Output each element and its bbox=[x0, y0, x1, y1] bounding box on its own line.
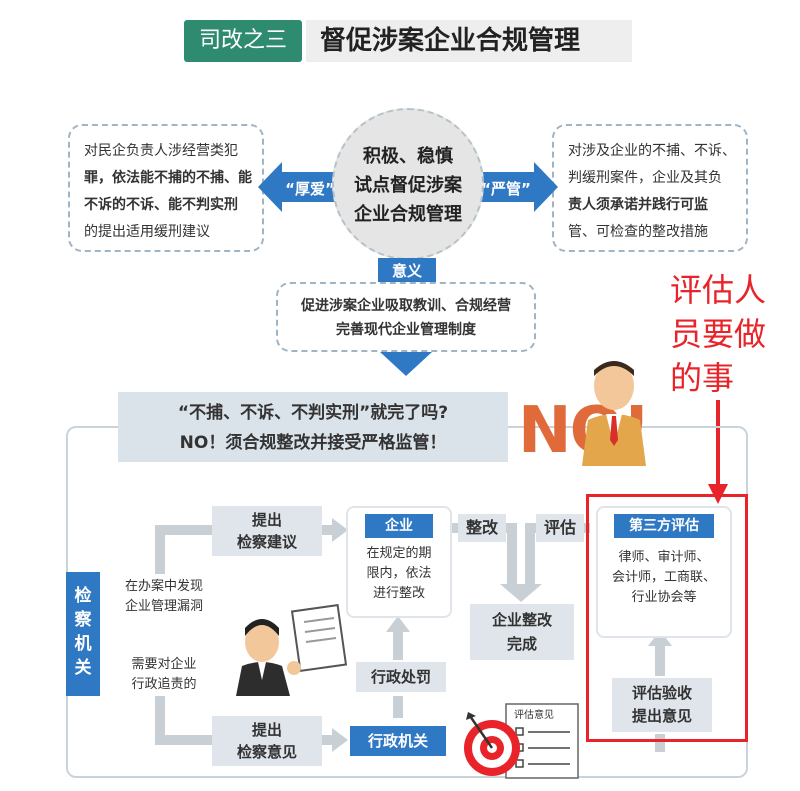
enterprise-line-1: 在规定的期 bbox=[366, 546, 432, 561]
acceptance-line-1: 评估验收 bbox=[631, 684, 692, 702]
procuratorate-char-3: 机 bbox=[74, 634, 92, 654]
target-icon: 评估意见 bbox=[464, 703, 579, 779]
leniency-box: 对民企负责人涉经营类犯 罪，依法能不捕的不捕、能 不诉的不诉、能不判实刑 的提出… bbox=[68, 124, 264, 252]
opinion-line-2: 检察意见 bbox=[236, 743, 297, 761]
suggestion-line-1: 提出 bbox=[251, 511, 282, 529]
evaluator-note-line-3: 的事 bbox=[670, 359, 735, 397]
center-line-3: 企业合规管理 bbox=[354, 204, 462, 225]
strict-line-3: 责人须承诺并践行可监 bbox=[568, 197, 708, 213]
strict-arrow bbox=[474, 162, 558, 212]
leniency-line-4: 的提出适用缓刑建议 bbox=[84, 224, 210, 240]
third-party-line-1: 律师、审计师、 bbox=[618, 550, 710, 565]
rectification-done: 企业整改 完成 bbox=[470, 604, 574, 660]
leniency-line-2: 罪，依法能不捕的不捕、能 bbox=[84, 170, 252, 186]
procuratorate-char-4: 关 bbox=[74, 658, 92, 678]
case-admin: 需要对企业 行政追责的 bbox=[112, 652, 216, 696]
procuratorate-char-2: 察 bbox=[74, 610, 92, 630]
acceptance-box: 评估验收 提出意见 bbox=[612, 678, 712, 732]
evaluator-note-line-1: 评估人 bbox=[670, 271, 767, 309]
done-line-2: 完成 bbox=[506, 635, 537, 653]
doc-title: 评估意见 bbox=[514, 708, 554, 721]
leniency-line-1: 对民企负责人涉经营类犯 bbox=[84, 143, 238, 159]
suggestion-line-2: 检察建议 bbox=[236, 533, 297, 551]
strict-line-4: 管、可检查的整改措施 bbox=[568, 224, 708, 240]
procuratorial-suggestion: 提出 检察建议 bbox=[212, 506, 322, 556]
strict-box: 对涉及企业的不捕、不诉、 判缓刑案件，企业及其负 责人须承诺并践行可监 管、可检… bbox=[552, 124, 748, 252]
case-admin-line-2: 行政追责的 bbox=[131, 677, 197, 692]
leniency-label: “厚爱” bbox=[285, 180, 335, 198]
evaluator-note-line-2: 员要做 bbox=[670, 315, 767, 353]
center-line-2: 试点督促涉案 bbox=[354, 175, 462, 196]
enterprise-title: 企业 bbox=[365, 514, 433, 538]
admin-org: 行政机关 bbox=[350, 726, 446, 756]
procuratorate-char-1: 检 bbox=[74, 586, 92, 606]
third-party-box: 第三方评估 律师、审计师、 会计师，工商联、 行业协会等 bbox=[596, 506, 732, 638]
admin-penalty: 行政处罚 bbox=[356, 662, 446, 692]
opinion-line-1: 提出 bbox=[251, 721, 282, 739]
case-loophole: 在办案中发现 企业管理漏洞 bbox=[112, 574, 216, 618]
strict-line-2: 判缓刑案件，企业及其负 bbox=[568, 170, 722, 186]
acceptance-line-2: 提出意见 bbox=[631, 707, 692, 725]
third-party-title: 第三方评估 bbox=[614, 514, 714, 538]
strict-line-1: 对涉及企业的不捕、不诉、 bbox=[568, 143, 736, 159]
official-with-document-icon bbox=[236, 604, 348, 696]
case-admin-line-1: 需要对企业 bbox=[131, 657, 197, 672]
leniency-arrow bbox=[258, 162, 342, 212]
procuratorial-opinion: 提出 检察意见 bbox=[212, 716, 322, 766]
page-title: 督促涉案企业合规管理 bbox=[306, 20, 632, 62]
evaluate-label: 评估 bbox=[536, 514, 584, 542]
meaning-line-2: 完善现代企业管理制度 bbox=[336, 322, 476, 338]
case-loophole-line-1: 在办案中发现 bbox=[124, 579, 203, 594]
third-party-text: 律师、审计师、 会计师，工商联、 行业协会等 bbox=[598, 548, 730, 608]
third-party-line-3: 行业协会等 bbox=[631, 590, 697, 605]
center-circle: 积极、稳慎 试点督促涉案 企业合规管理 bbox=[332, 108, 484, 260]
highlight-frame bbox=[586, 494, 748, 742]
done-line-1: 企业整改 bbox=[491, 611, 552, 629]
banner-line-2: NO！须合规整改并接受严格监管！ bbox=[179, 433, 447, 453]
strict-label: “严管” bbox=[481, 180, 531, 198]
businessman-icon bbox=[582, 361, 646, 466]
leniency-line-3: 不诉的不诉、能不判实刑 bbox=[84, 197, 238, 213]
procuratorate: 检 察 机 关 bbox=[66, 572, 100, 696]
meaning-label: 意义 bbox=[378, 258, 436, 284]
banner-line-1: “不捕、不诉、不判实刑”就完了吗? bbox=[177, 403, 449, 423]
center-line-1: 积极、稳慎 bbox=[363, 146, 453, 167]
down-arrow bbox=[380, 352, 432, 376]
enterprise-text: 在规定的期 限内，依法 进行整改 bbox=[348, 544, 450, 604]
title-tag: 司改之三 bbox=[184, 20, 302, 62]
meaning-box: 促进涉案企业吸取教训、合规经营 完善现代企业管理制度 bbox=[276, 282, 536, 352]
enterprise-line-2: 限内，依法 bbox=[366, 566, 432, 581]
question-banner: “不捕、不诉、不判实刑”就完了吗? NO！须合规整改并接受严格监管！ bbox=[118, 392, 508, 462]
enterprise-box: 企业 在规定的期 限内，依法 进行整改 bbox=[346, 506, 452, 618]
enterprise-line-3: 进行整改 bbox=[372, 586, 425, 601]
case-loophole-line-2: 企业管理漏洞 bbox=[124, 599, 203, 614]
evaluator-note: 评估人 员要做 的事 bbox=[670, 268, 766, 400]
third-party-line-2: 会计师，工商联、 bbox=[611, 570, 716, 585]
meaning-line-1: 促进涉案企业吸取教训、合规经营 bbox=[301, 298, 511, 314]
rectify-label: 整改 bbox=[458, 514, 506, 542]
